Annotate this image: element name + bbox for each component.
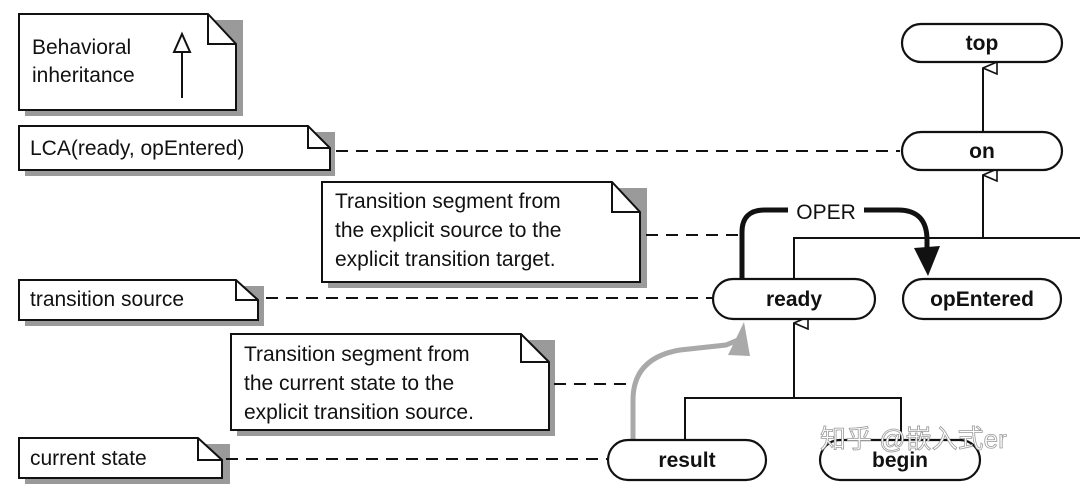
state-ready-label: ready <box>766 288 822 311</box>
state-result[interactable]: result <box>606 438 768 482</box>
legend-note: Behavioral inheritance <box>18 13 243 116</box>
legend-line-2: inheritance <box>32 64 135 87</box>
state-begin[interactable]: begin <box>818 438 982 482</box>
on-children-bus <box>793 237 1080 282</box>
segment2-line-1: Transition segment from <box>244 343 470 366</box>
state-on[interactable]: on <box>900 130 1064 172</box>
legend-line-1: Behavioral <box>32 36 131 59</box>
state-opentered[interactable]: opEntered <box>901 277 1063 321</box>
oper-transition-arrow: OPER <box>739 198 940 282</box>
segment1-line-3: explicit transition target. <box>335 248 556 271</box>
lca-note-text: LCA(ready, opEntered) <box>30 137 244 160</box>
state-on-label: on <box>969 140 995 163</box>
current-to-source-arrow <box>630 322 750 440</box>
state-ready[interactable]: ready <box>711 277 877 321</box>
inheritance-arrow-icon <box>172 31 192 98</box>
note-connectors <box>226 150 900 460</box>
transition-source-text: transition source <box>30 288 184 311</box>
watermark: 知乎 @嵌入式er <box>820 424 1007 454</box>
state-top[interactable]: top <box>900 22 1064 64</box>
state-opentered-label: opEntered <box>930 288 1034 311</box>
segment1-line-1: Transition segment from <box>335 190 561 213</box>
current-state-note: current state <box>18 437 230 484</box>
state-result-label: result <box>658 449 715 472</box>
segment2-line-2: the current state to the <box>244 372 454 395</box>
state-top-label: top <box>966 32 999 55</box>
ready-children-bus <box>684 397 902 440</box>
segment2-line-3: explicit transition source. <box>244 401 474 424</box>
oper-label: OPER <box>796 201 856 224</box>
state-begin-label: begin <box>872 449 928 472</box>
segment1-line-2: the explicit source to the <box>335 219 561 242</box>
transition-source-note: transition source <box>18 279 264 326</box>
segment2-note: Transition segment from the current stat… <box>230 333 555 436</box>
current-state-text: current state <box>30 447 147 470</box>
lca-note: LCA(ready, opEntered) <box>18 125 335 176</box>
inheritance-lines <box>684 68 1080 440</box>
segment1-note: Transition segment from the explicit sou… <box>321 181 647 288</box>
